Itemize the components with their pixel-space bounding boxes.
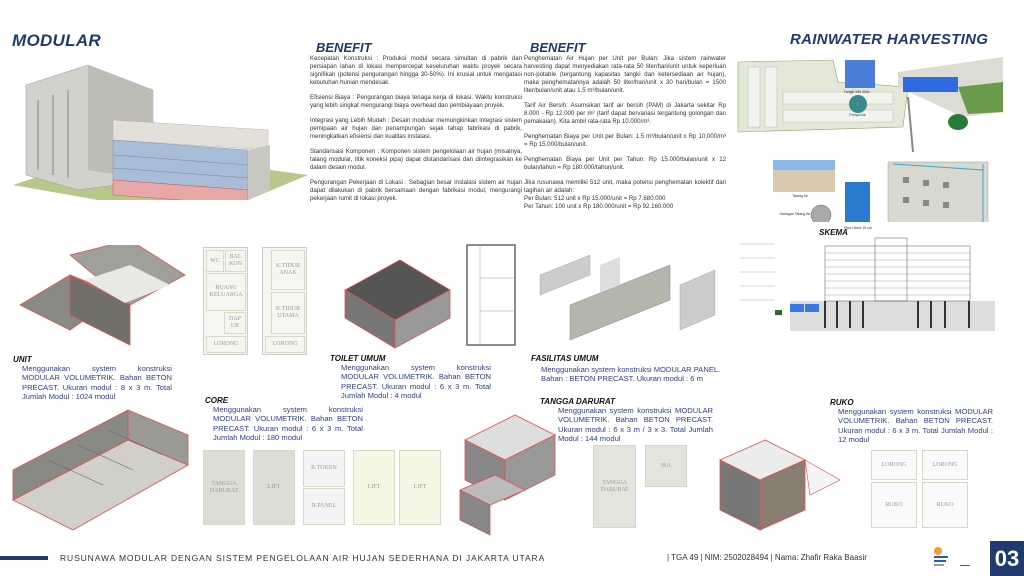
ruko-title: RUKO [830, 398, 854, 407]
pipe-label: Pipa Ubert 10 cm [844, 226, 872, 230]
fasilitas-title: FASILITAS UMUM [531, 354, 599, 363]
modular-building-illustration [13, 64, 308, 200]
room-label: LORONG [206, 336, 246, 353]
core-plan-lift: LIFT [253, 450, 295, 525]
benefit-left-title: BENEFIT [316, 40, 372, 55]
benefit-paragraph: Efisiensi Biaya : Pengurangan biaya tena… [310, 94, 522, 109]
gutter-label: Talang Air [792, 194, 808, 198]
fasilitas-description: Menggunakan system konstruksi MODULAR PA… [541, 365, 721, 384]
footer-project-title: RUSUNAWA MODULAR DENGAN SISTEM PENGELOLA… [60, 553, 546, 563]
rainwater-title: RAINWATER HARVESTING [790, 31, 989, 48]
benefit-paragraph: Integrasi yang Lebih Mudah : Desain modu… [310, 117, 522, 140]
benefit-paragraph: Kecepatan Konstruksi : Produksi modul se… [310, 55, 522, 86]
tank-label: Tangki 330.000L [843, 90, 871, 94]
room-label: K.TIDUR UTAMA [271, 292, 305, 334]
ruko-plan-lorong: LORONG [922, 450, 968, 480]
rainwater-diagram [737, 57, 1003, 222]
room-label: WC [206, 250, 224, 272]
tangga-module-isometric [459, 414, 556, 536]
footer-student-info: | TGA 49 | NIM: 2502028494 | Nama: Zhafi… [667, 553, 867, 562]
tangga-description: Menggunakan system konstruksi MODULAR VO… [558, 406, 713, 443]
skema-section-drawing [740, 237, 995, 331]
unit-plan-right: K.TIDUR ANAK K.TIDUR UTAMA LORONG [262, 247, 307, 355]
room-label: DAP UR [224, 312, 246, 334]
savings-line: Per Tahun: 100 unit x Rp 180.000/unit = … [524, 203, 674, 210]
benefit-paragraph: Penghematan Biaya per Unit per Bulan: 1.… [524, 133, 726, 148]
toilet-plan [466, 244, 516, 346]
core-description: Menggunakan system konstruksi MODULAR VO… [213, 405, 363, 442]
unit-module-isometric [19, 245, 186, 346]
pump-label: Pompa Air [849, 113, 866, 117]
fasilitas-panels-isometric [539, 254, 716, 341]
benefit-paragraph: Pengurangan Pekerjaan di Lokasi : Sebagi… [310, 179, 522, 202]
savings-line: Per Bulan: 512 unit x Rp 15.000/unit = R… [524, 195, 666, 202]
core-plan-lift: LIFT [399, 450, 441, 525]
toilet-description: Menggunakan system konstruksi MODULAR VO… [341, 363, 491, 400]
unit-description: Menggunakan system konstruksi MODULAR VO… [22, 364, 172, 401]
footer-accent-bar [0, 556, 48, 560]
tangga-title: TANGGA DARURAT [540, 397, 615, 406]
savings-intro: Jika rusunawa memiliki 512 unit, maka po… [524, 179, 726, 194]
room-label: K.TIDUR ANAK [271, 250, 305, 290]
ruko-plan-lorong: LORONG [871, 450, 917, 480]
university-logo [934, 547, 970, 566]
ruko-plan-ruko: RUKO [871, 482, 917, 528]
ruko-plans: LORONG LORONG RUKO RUKO [871, 450, 969, 528]
ruko-plan-ruko: RUKO [922, 482, 968, 528]
benefit-right-text: Penghematan Air Hujan per Unit per Bulan… [524, 55, 726, 211]
benefit-left-text: Kecepatan Konstruksi : Produksi modul se… [310, 55, 522, 210]
ruko-module-isometric [719, 439, 841, 531]
core-title: CORE [205, 396, 229, 405]
benefit-paragraph: Penghematan Air Hujan per Unit per Bulan… [524, 55, 726, 94]
core-plan-lift: LIFT [353, 450, 395, 525]
benefit-paragraph: Tarif Air Bersih: Asumsikan tarif air be… [524, 102, 726, 125]
toilet-module-isometric [344, 259, 451, 349]
unit-plan-left: WC BAL KON RUANG KELUARGA DAP UR LORONG [203, 247, 248, 355]
gutter-filter-label: Saringan Talang Air [779, 212, 811, 216]
tangga-plan-isa: ISA [645, 445, 687, 487]
benefit-paragraph: Standarisasi Komponen : Komponen sistem … [310, 148, 522, 171]
toilet-title: TOILET UMUM [330, 354, 386, 363]
core-plan-stairs: TANGGA DARURAT [203, 450, 245, 525]
benefit-paragraph: Penghematan Biaya per Unit per Tahun: Rp… [524, 156, 726, 171]
tangga-plan-stairs: TANGGA DARURAT [593, 445, 636, 528]
benefit-right-title: BENEFIT [530, 40, 586, 55]
room-label: RUANG KELUARGA [206, 273, 246, 311]
core-plans: TANGGA DARURAT LIFT R.TOKEN R.PANEL LIFT… [203, 450, 441, 525]
page-number-badge: 03 [990, 541, 1024, 576]
room-label: BAL KON [225, 250, 246, 272]
core-plan-token: R.TOKEN [303, 450, 345, 487]
modular-title: MODULAR [12, 31, 101, 50]
unit-title: UNIT [13, 355, 32, 364]
room-label: LORONG [265, 336, 305, 353]
ruko-description: Menggunakan system konstruksi MODULAR VO… [838, 407, 993, 444]
core-plan-panel: R.PANEL [303, 488, 345, 525]
skema-title: SKEMA [819, 228, 848, 237]
core-module-isometric [12, 409, 189, 531]
